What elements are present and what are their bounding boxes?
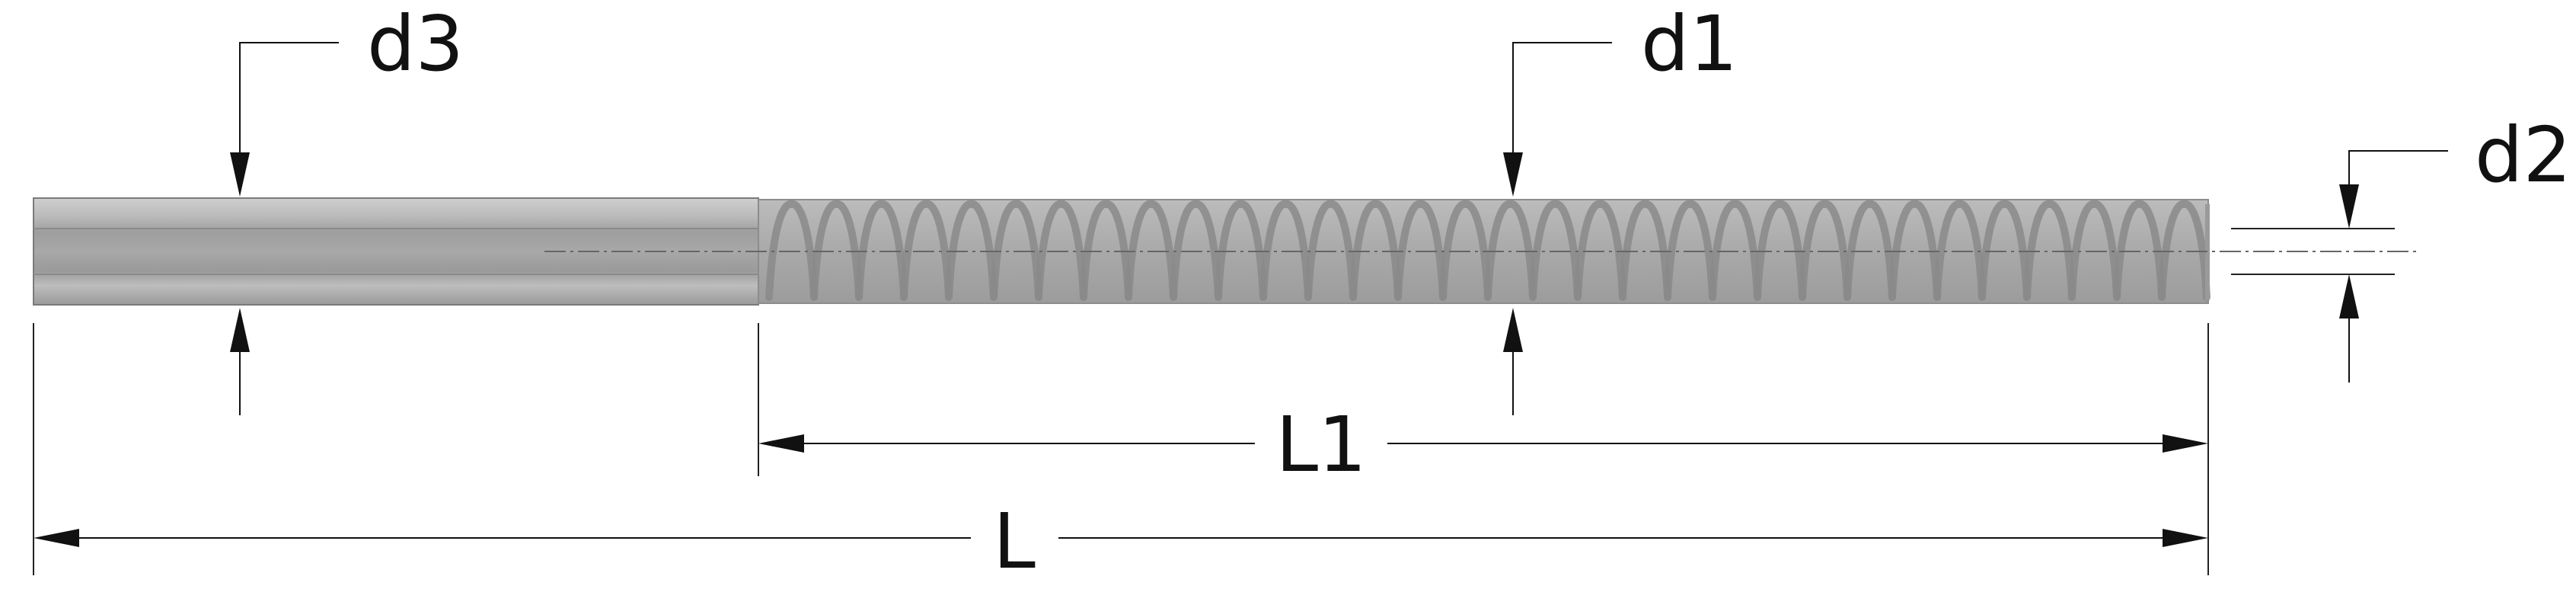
thread-coil	[1484, 200, 1537, 301]
L-dimension: L	[34, 497, 2208, 586]
thread-coil	[2068, 200, 2121, 301]
thread-coil	[765, 200, 818, 301]
thread-coil	[1619, 200, 1671, 301]
thread-coil	[1664, 200, 1716, 301]
d2-label: d2	[2475, 110, 2571, 200]
d1-label: d1	[1641, 0, 1738, 88]
thread-coil	[1170, 200, 1222, 301]
d3-dimension: d3	[230, 0, 464, 415]
thread-coil	[1259, 200, 1312, 301]
thread-coil	[1215, 200, 1267, 301]
thread-coil	[1843, 200, 1896, 301]
thread-coil	[1035, 200, 1087, 301]
L1-dimension: L1	[758, 400, 2208, 489]
thread-coil	[990, 200, 1042, 301]
thread-coil	[2113, 200, 2166, 301]
thread-coil	[1080, 200, 1132, 301]
thread-coils	[765, 200, 2211, 301]
d3-label: d3	[367, 0, 464, 88]
thread-coil	[2158, 200, 2211, 301]
thread-coil	[1529, 200, 1582, 301]
thread-coil	[855, 200, 908, 301]
thread-coil	[1394, 200, 1447, 301]
thread-coil	[1933, 200, 1986, 301]
d2-dimension: d2	[2231, 110, 2571, 383]
L1-label: L1	[1275, 400, 1366, 489]
thread-coil	[1304, 200, 1357, 301]
L-label: L	[993, 497, 1036, 586]
thread-coil	[1799, 200, 1851, 301]
thread-coil	[2023, 200, 2076, 301]
thread-coil	[1978, 200, 2031, 301]
thread-coil	[900, 200, 953, 301]
d1-dimension: d1	[1503, 0, 1738, 415]
thread-coil	[1439, 200, 1492, 301]
thread-coil	[1888, 200, 1941, 301]
thread-coil	[1709, 200, 1761, 301]
thread-coil	[945, 200, 998, 301]
thread-coil	[810, 200, 863, 301]
thread-coil	[1349, 200, 1402, 301]
thread-coil	[1754, 200, 1806, 301]
thread-coil	[1125, 200, 1177, 301]
thread-coil	[1574, 200, 1626, 301]
